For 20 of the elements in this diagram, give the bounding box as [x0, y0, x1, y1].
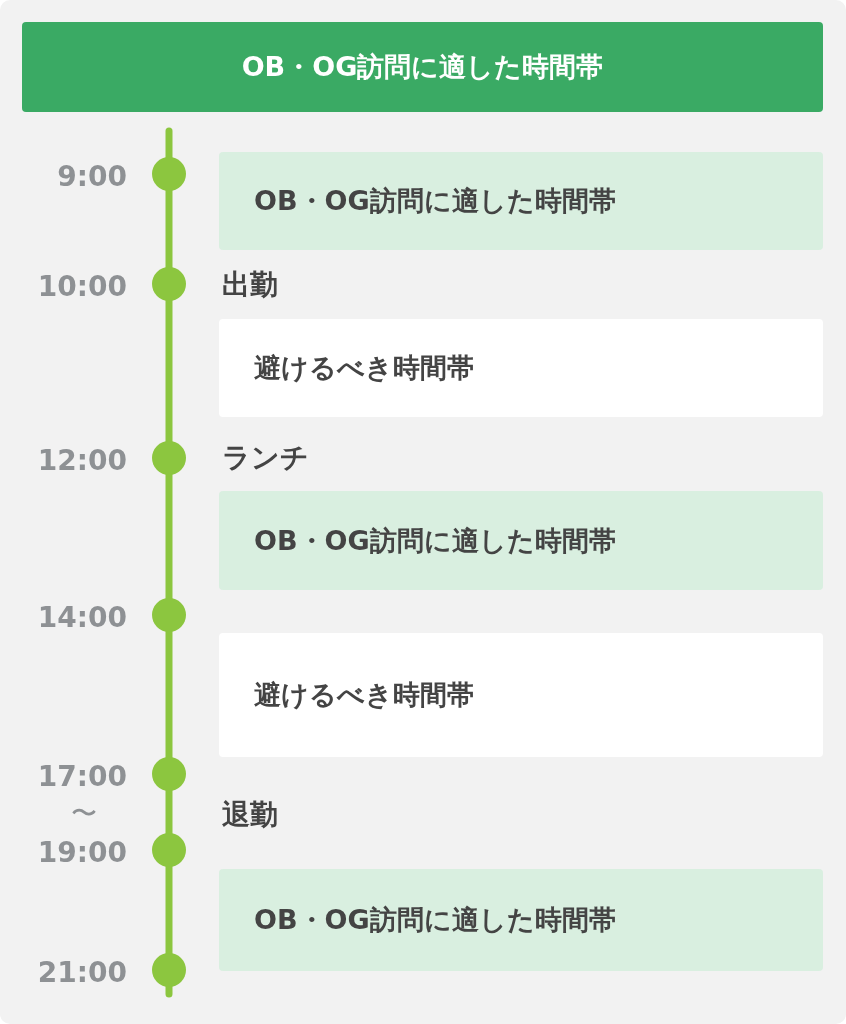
time-label: 19:00	[37, 836, 127, 870]
time-label: 21:00	[37, 956, 127, 990]
time-slot-panel	[219, 869, 823, 971]
slot-text: OB・OG訪問に適した時間帯	[254, 523, 616, 558]
slot-text: 避けるべき時間帯	[254, 678, 474, 712]
time-label: 10:00	[37, 270, 127, 304]
slot-text: OB・OG訪問に適した時間帯	[254, 903, 616, 937]
range-mark: 〜	[71, 798, 97, 828]
slot-text: OB・OG訪問に適した時間帯	[254, 184, 616, 218]
title-banner: OB・OG訪問に適した時間帯	[22, 22, 823, 112]
time-slot-panel	[219, 152, 823, 250]
time-label: 14:00	[37, 601, 127, 635]
time-label: 9:00	[57, 160, 127, 194]
event-label: ランチ	[222, 440, 309, 476]
time-label: 17:00	[37, 760, 127, 794]
time-label: 12:00	[37, 444, 127, 478]
slot-text: 避けるべき時間帯	[254, 351, 474, 385]
time-slot-panel	[219, 491, 823, 590]
event-label: 退勤	[222, 797, 278, 833]
event-label: 出勤	[222, 267, 278, 303]
